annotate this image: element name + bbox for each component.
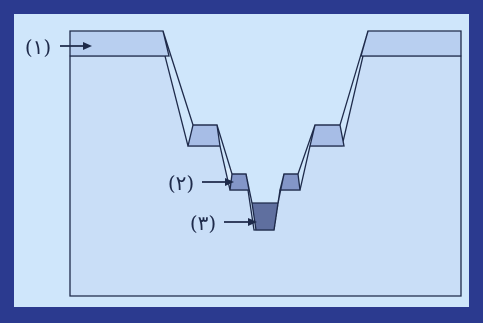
trench-outline-right: [277, 30, 369, 204]
label-1: (١): [25, 35, 51, 59]
arrow-2: [202, 178, 234, 186]
upper-step-right: [309, 124, 345, 147]
top-band-left: [69, 30, 170, 57]
top-band-right: [360, 30, 462, 57]
arrow-3: [224, 218, 257, 226]
deep-trench: [251, 202, 279, 231]
label-3: (٣): [190, 211, 216, 235]
arrow-1: [60, 42, 92, 50]
trench-outline-left: [162, 30, 253, 204]
label-2: (٢): [168, 171, 194, 195]
upper-step-left: [187, 124, 221, 147]
